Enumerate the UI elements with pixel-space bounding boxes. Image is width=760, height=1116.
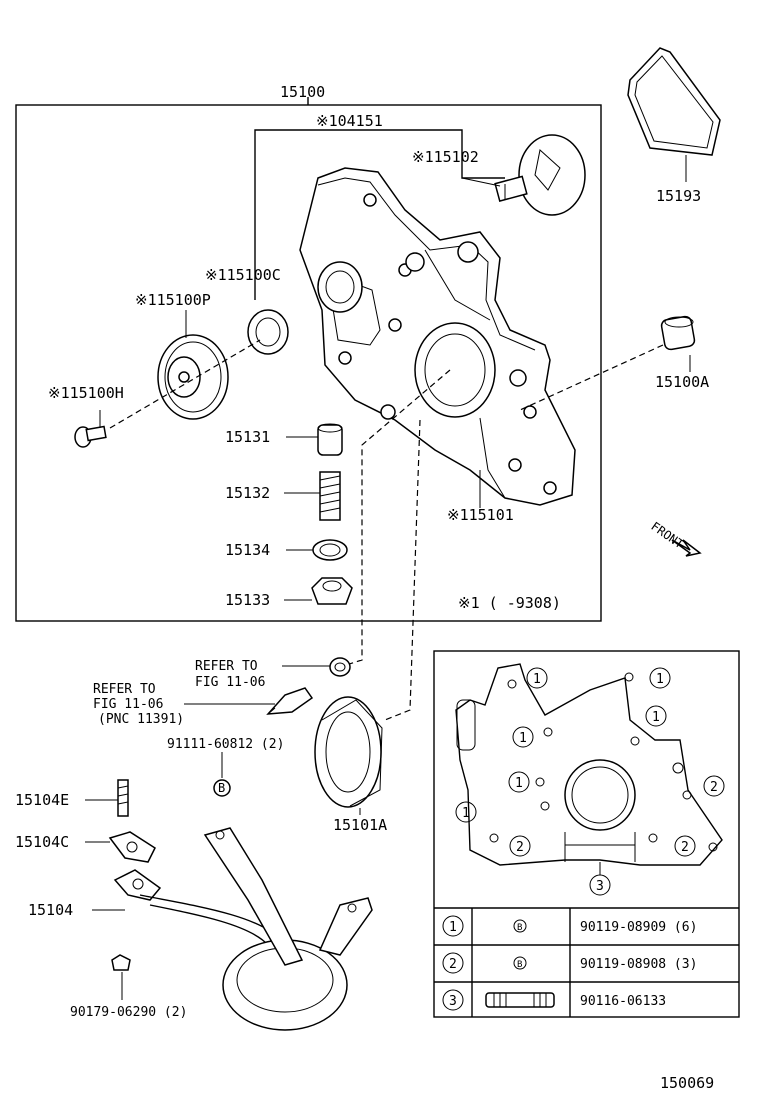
row2-symbol: B [517,960,522,970]
svg-text:2: 2 [710,780,718,795]
label-15100C: ※115100C [205,266,281,284]
label-15102: ※115102 [412,148,479,166]
marker-2b: 2 [674,835,696,857]
stud-icon [485,992,555,1008]
nut-90179 [111,954,131,971]
refer2-line3: (PNC 11391) [98,712,184,727]
pump-drive-gear [157,334,229,420]
bolt-marker-symbol: B [218,781,225,795]
marker-1e: 1 [508,771,530,793]
refer1-line1: REFER TO [195,659,258,674]
marker-1d: 1 [645,705,667,727]
marker-1a: 1 [526,667,548,689]
o-ring-gasket [627,47,721,156]
label-15104: 15104 [28,901,73,919]
label-15100P: ※115100P [135,291,211,309]
label-15101: ※115101 [447,506,514,524]
label-15104E: 15104E [15,791,69,809]
diagram-id: 150069 [660,1074,714,1092]
label-15193: 15193 [656,187,701,205]
table-row: 3 90116-06133 [442,989,666,1011]
refer2-line1: REFER TO [93,682,156,697]
relief-valve-plunger [317,423,343,456]
axis-relief [345,369,451,666]
oil-strainer [113,827,373,1031]
gasket-15104c [108,831,156,863]
marker-1f: 1 [455,801,477,823]
svg-text:3: 3 [596,879,604,894]
table-row: 1 B 90119-08909 (6) [442,915,697,937]
pressure-switch [266,687,314,715]
front-arrow: FRONT [648,519,702,557]
inset-body-drawing [455,663,723,875]
label-15133: 15133 [225,591,270,609]
marker-3: 3 [589,874,611,896]
row2-part: 90119-08908 (3) [580,957,697,972]
refer2-line2: FIG 11-06 [93,697,163,712]
row3-part: 90116-06133 [580,994,666,1009]
label-15132: 15132 [225,484,270,502]
label-15134: 15134 [225,541,270,559]
leader-15102 [461,177,501,187]
marker-2c: 2 [703,775,725,797]
stud-15104e [117,779,129,817]
oil-seal-15100c [247,309,289,355]
label-15104C: 15104C [15,833,69,851]
svg-text:1: 1 [533,672,541,687]
table-row: 2 B 90119-08908 (3) [442,952,697,974]
svg-text:1: 1 [462,806,470,821]
svg-text:2: 2 [681,840,689,855]
fastener-table: 1 B 90119-08909 (6) 2 B 90119-08908 (3) … [434,907,739,1017]
oil-pump-body [299,167,576,506]
washer-small [329,657,351,677]
marker-1b: 1 [649,667,671,689]
axis-gear [109,339,261,429]
label-15100H: ※115100H [48,384,124,402]
svg-text:1: 1 [656,672,664,687]
inset-markers: 1 1 1 1 1 1 2 2 2 3 [455,667,725,896]
refer1-line2: FIG 11-06 [195,675,265,690]
relief-valve-spring [319,471,341,521]
subassembly-label: ※104151 [316,112,383,130]
axis-seal [384,419,421,721]
gasket-15134 [312,539,348,561]
label-15100A: 15100A [655,373,709,391]
label-90179: 90179-06290 (2) [70,1005,187,1020]
bolt-marker [213,779,231,797]
svg-text:2: 2 [516,840,524,855]
subassembly-bracket [254,129,505,300]
row1-part: 90119-08909 (6) [580,920,697,935]
row1-symbol: B [517,923,522,933]
inner-rotor [494,134,586,216]
svg-text:1: 1 [519,731,527,746]
inset-frame [433,650,740,1018]
marker-1c: 1 [512,726,534,748]
row2-key: 2 [449,957,457,972]
footnote-label: ※1 ( -9308) [458,594,561,612]
gear-bolt [74,425,107,448]
label-15101A: 15101A [333,816,387,834]
label-15131: 15131 [225,428,270,446]
row1-key: 1 [449,920,457,935]
row3-key: 3 [449,994,457,1009]
marker-2a: 2 [509,835,531,857]
svg-text:1: 1 [515,776,523,791]
oil-seal-15101a [314,696,383,808]
svg-text:1: 1 [652,710,660,725]
axis-dowel [519,344,664,411]
plug-15133 [311,577,353,605]
dowel-pin [660,315,696,351]
assembly-label: 15100 [280,83,325,101]
label-91111: 91111-60812 (2) [167,737,284,752]
